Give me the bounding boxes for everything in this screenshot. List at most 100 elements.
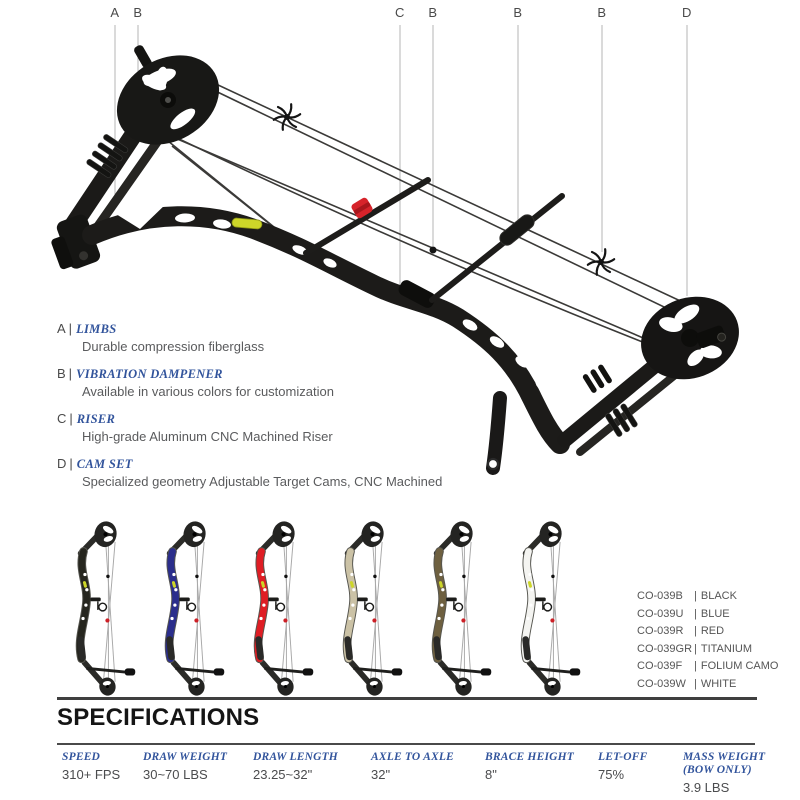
variant-code-folium-camo: CO-039F |FOLIUM CAMO (637, 658, 778, 676)
spec-label: BRACE HEIGHT (485, 751, 574, 763)
variant-color-name: RED (700, 625, 725, 637)
callout-letter-b4: B (597, 5, 607, 20)
part-description: Durable compression fiberglass (82, 339, 265, 354)
variant-thumb-black (50, 517, 140, 699)
variant-code-titanium: CO-039GR|TITANIUM (637, 641, 778, 659)
spec-value: 8" (485, 767, 497, 782)
separator: | (68, 366, 73, 381)
stabilizer-bushing (486, 457, 500, 471)
variant-code: CO-039W (637, 677, 686, 690)
spec-axle-to-axle: AXLE TO AXLE 32" (371, 751, 454, 782)
spec-mass-weight: MASS WEIGHT (BOW ONLY) 3.9 LBS (683, 751, 765, 795)
separator: | (694, 660, 697, 672)
limb-finger-dampener (582, 364, 612, 393)
variant-color-name: BLUE (700, 607, 730, 620)
variant-code: CO-039R (637, 625, 684, 637)
separator: | (694, 625, 697, 637)
separator: | (68, 321, 73, 336)
cable-guard-rod (429, 193, 565, 303)
part-vibration-dampener: B|VIBRATION DAMPENER Available in variou… (57, 365, 487, 400)
variant-thumb-blue (139, 517, 229, 699)
part-cam-set: D|CAM SET Specialized geometry Adjustabl… (57, 455, 487, 490)
riser (82, 206, 570, 454)
spec-speed: SPEED 310+ FPS (62, 751, 120, 782)
spec-draw-length: DRAW LENGTH 23.25~32" (253, 751, 338, 782)
spec-value: 310+ FPS (62, 767, 121, 782)
variant-color-name: TITANIUM (700, 642, 752, 655)
rod-dampener (499, 214, 535, 246)
string-spider-dampener-2 (588, 249, 614, 275)
part-letter: A (57, 321, 66, 336)
spec-label: AXLE TO AXLE (371, 751, 454, 763)
string-silencer-bead (429, 246, 437, 254)
part-descriptions: A|LIMBS Durable compression fiberglass B… (57, 320, 487, 500)
separator: | (694, 677, 697, 690)
bottom-cam (641, 296, 739, 380)
separator: | (69, 411, 73, 426)
callout-letter-a: A (110, 5, 120, 20)
spec-value: 3.9 LBS (683, 780, 730, 795)
divider-top (57, 697, 757, 700)
spec-label: LET-OFF (598, 751, 648, 763)
variant-thumb-titanium (317, 517, 407, 699)
variant-thumb-white (495, 517, 585, 699)
part-name: VIBRATION DAMPENER (76, 367, 223, 381)
variant-code: CO-039GR (637, 642, 693, 655)
separator: | (694, 642, 697, 655)
lower-dampener-stack (605, 403, 638, 437)
part-letter: C (57, 411, 67, 426)
top-cam (116, 45, 220, 145)
spec-label: MASS WEIGHT (683, 751, 766, 763)
part-description: Available in various colors for customiz… (82, 384, 334, 399)
string-stop-rod (303, 177, 431, 256)
variant-color-name: FOLIUM CAMO (700, 660, 779, 672)
part-description: Specialized geometry Adjustable Target C… (82, 474, 443, 489)
specifications-title: SPECIFICATIONS (57, 704, 260, 731)
callout-letter-b2: B (428, 5, 438, 20)
riser-lower-tip (486, 391, 507, 475)
variant-code: CO-039U (637, 607, 684, 620)
variant-code-red: CO-039R |RED (637, 623, 778, 641)
riser-accent (231, 217, 263, 230)
variant-thumb-camo (406, 517, 496, 699)
spec-value: 23.25~32" (253, 767, 313, 782)
riser-cutouts (116, 202, 547, 391)
part-letter: D (57, 456, 67, 471)
variant-code-list: CO-039B|BLACK CO-039U|BLUE CO-039R|RED C… (637, 588, 778, 693)
part-name: CAM SET (76, 457, 133, 471)
spec-value: 30~70 LBS (143, 767, 208, 782)
spec-let-off: LET-OFF 75% (598, 751, 648, 782)
spec-label: DRAW WEIGHT (143, 751, 228, 763)
part-limbs: A|LIMBS Durable compression fiberglass (57, 320, 487, 355)
variant-code: CO-039B (637, 590, 683, 602)
separator: | (694, 607, 697, 620)
part-riser: C|RISER High-grade Aluminum CNC Machined… (57, 410, 487, 445)
spec-label: SPEED (62, 751, 101, 763)
spec-draw-weight: DRAW WEIGHT 30~70 LBS (143, 751, 227, 782)
callout-letter-b3: B (513, 5, 523, 20)
main-bow-illustration (51, 25, 739, 475)
spec-value: 75% (598, 767, 625, 782)
separator: | (694, 590, 697, 602)
part-name: RISER (76, 412, 116, 426)
spec-label-line2: (BOW ONLY) (683, 764, 752, 776)
variant-color-name: BLACK (700, 590, 737, 602)
part-letter: B (57, 366, 66, 381)
grip (398, 280, 436, 308)
nocking-point (351, 197, 373, 219)
variant-code-white: CO-039W |WHITE (637, 676, 778, 694)
part-name: LIMBS (76, 322, 117, 336)
spec-value: 32" (371, 767, 391, 782)
callout-letter-b1: B (133, 5, 143, 20)
part-description: High-grade Aluminum CNC Machined Riser (82, 429, 333, 444)
limb-dampener-stack (86, 134, 129, 178)
variant-code-black: CO-039B |BLACK (637, 588, 778, 606)
spec-brace-height: BRACE HEIGHT 8" (485, 751, 574, 782)
variant-code: CO-039F (637, 660, 683, 672)
spec-label: DRAW LENGTH (253, 751, 338, 763)
variant-code-blue: CO-039U |BLUE (637, 606, 778, 624)
variant-thumb-red (228, 517, 318, 699)
divider-bottom (57, 743, 755, 745)
variant-color-name: WHITE (700, 677, 737, 690)
